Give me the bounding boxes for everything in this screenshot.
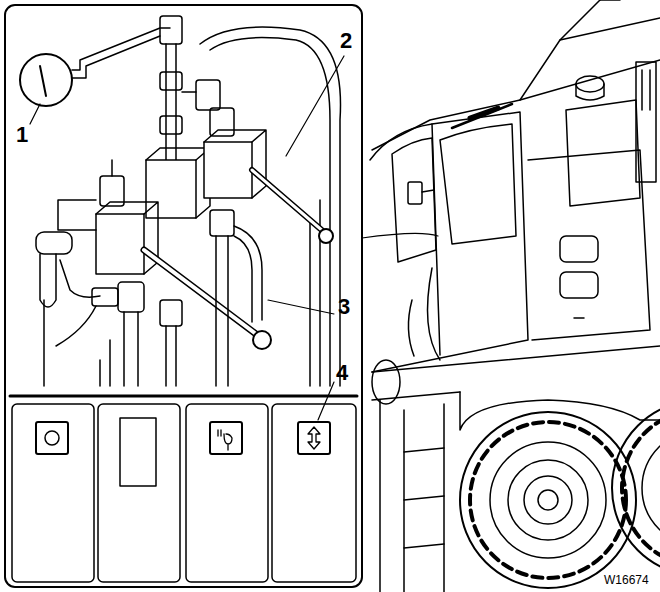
figure-reference: W16674 bbox=[604, 574, 649, 586]
callout-number: 2 bbox=[340, 30, 352, 52]
leader-lines bbox=[30, 56, 438, 420]
callout-number: 1 bbox=[16, 124, 28, 146]
switch-panel bbox=[12, 404, 356, 582]
inset-frame bbox=[5, 5, 362, 587]
callout-number: 4 bbox=[336, 362, 348, 384]
callout-number: 3 bbox=[338, 296, 350, 318]
valve-assembly bbox=[20, 16, 341, 386]
crane-carrier bbox=[370, 0, 660, 592]
inset-divider bbox=[10, 395, 357, 398]
